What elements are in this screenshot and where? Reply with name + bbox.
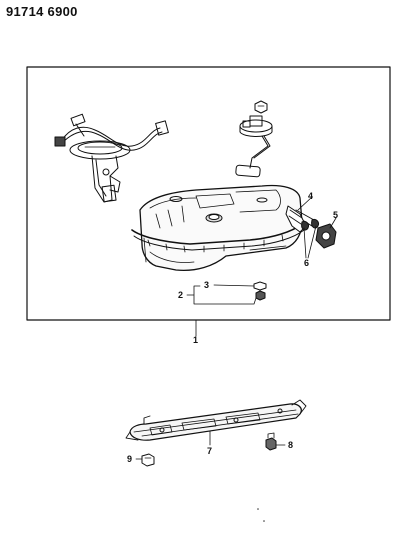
nut	[141, 453, 155, 467]
assembly-frame	[26, 66, 391, 321]
filler-neck-connector	[315, 223, 337, 249]
scan-speck	[257, 508, 259, 510]
document-number: 91714 6900	[6, 4, 78, 19]
filler-hose	[285, 205, 307, 233]
leader-lines	[135, 196, 337, 460]
callout-8: 8	[288, 440, 293, 450]
scan-speck	[263, 520, 265, 522]
bolt	[265, 432, 277, 451]
callout-2: 2	[178, 290, 183, 300]
skid-plate	[125, 399, 307, 441]
callout-9: 9	[127, 454, 132, 464]
fuel-gauge-sender	[235, 100, 273, 178]
callout-3: 3	[204, 280, 209, 290]
callout-4: 4	[308, 191, 313, 201]
callout-labels: 1 2 3 4 5 6 7 8 9	[127, 191, 338, 464]
callout-7: 7	[207, 446, 212, 456]
callout-1: 1	[193, 335, 198, 345]
hose-clamps	[301, 219, 319, 231]
callout-5: 5	[333, 210, 338, 220]
tank-bolts	[253, 281, 267, 301]
callout-6: 6	[304, 258, 309, 268]
fuel-tank	[131, 184, 315, 272]
fuel-pump-assembly	[54, 113, 169, 203]
